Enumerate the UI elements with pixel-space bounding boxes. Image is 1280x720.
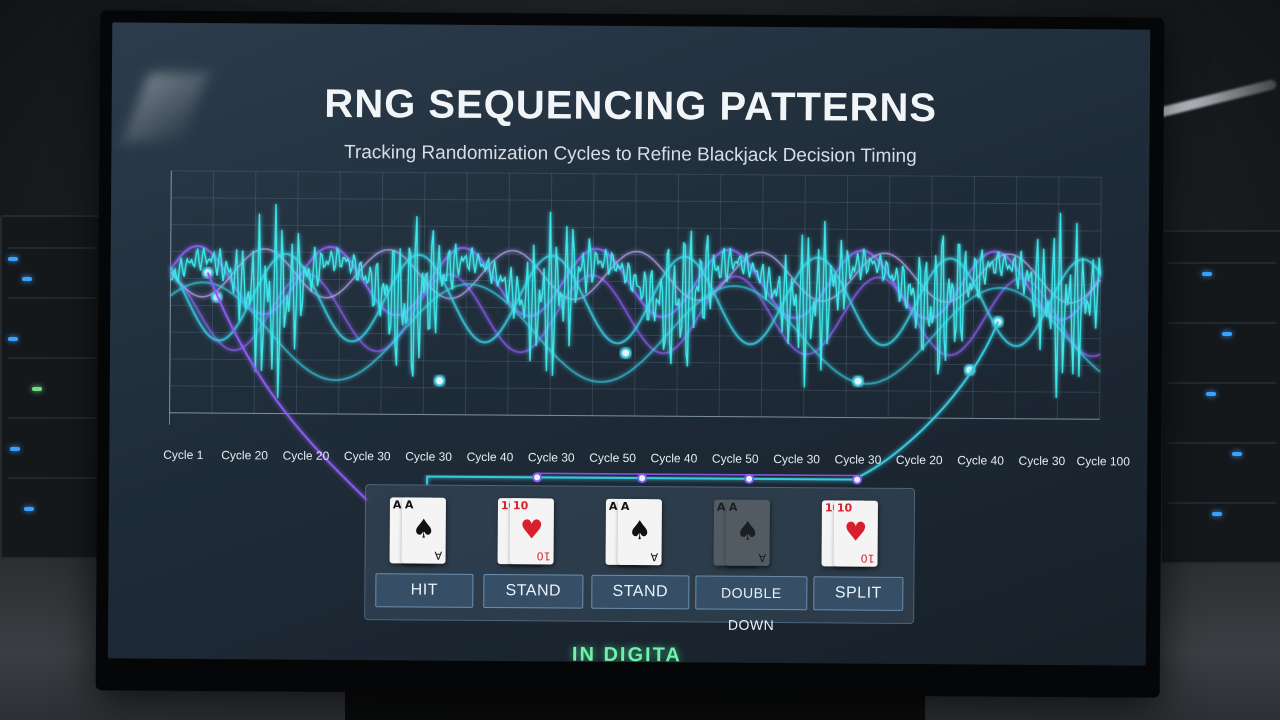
x-tick-label: Cycle 30 [835, 452, 882, 466]
spade-icon: ♠ [412, 514, 436, 545]
data-point-node [434, 375, 446, 387]
playing-card: A ♠ A [617, 498, 662, 566]
x-tick-label: Cycle 50 [712, 452, 759, 466]
grid-line-vertical [211, 171, 215, 414]
grid-line-vertical [591, 173, 595, 416]
x-tick-label: Cycle 20 [283, 449, 330, 463]
action-button-double-down[interactable]: DOUBLE DOWN [695, 575, 808, 633]
x-tick-label: Cycle 20 [221, 448, 268, 462]
card-corner-rank: A [759, 550, 767, 564]
monitor: RNG SEQUENCING PATTERNS Tracking Randomi… [95, 10, 1165, 698]
decision-panel: A♠AA♠AHIT10♥1010♥10STANDA♠AA♠ASTANDA♠AA♠… [364, 484, 916, 633]
heart-icon: ♥ [520, 515, 544, 546]
card-rank: A [716, 500, 726, 514]
y-axis [168, 170, 172, 425]
card-corner-rank: A [651, 550, 659, 564]
action-button-stand[interactable]: STAND [483, 573, 584, 609]
screen: RNG SEQUENCING PATTERNS Tracking Randomi… [107, 22, 1151, 666]
card-pair: A ♠ AA ♠ A [713, 499, 775, 570]
x-tick-label: Cycle 40 [651, 451, 698, 465]
connector-node [532, 472, 543, 483]
series-line-lavender [169, 248, 1102, 304]
spade-icon: ♠ [736, 516, 760, 547]
action-button-split[interactable]: SPLIT [813, 576, 904, 611]
card-rank: A [404, 498, 414, 512]
card-rank: A [728, 500, 738, 514]
card-rank: A [392, 498, 402, 512]
card-pair: A ♠ AA ♠ A [389, 497, 452, 567]
server-rack-right [1160, 230, 1280, 564]
x-tick-label: Cycle 1 [163, 448, 203, 462]
x-tick-label: Cycle 30 [528, 450, 575, 464]
series-line-rng-signal [170, 204, 1102, 398]
grid-line-horizontal [170, 224, 1101, 232]
grid-line-horizontal [171, 197, 1102, 205]
card-pair: A ♠ AA ♠ A [605, 498, 667, 569]
grid-line-vertical [634, 174, 637, 417]
x-tick-label: Cycle 30 [405, 449, 452, 463]
action-button-stand[interactable]: STAND [591, 574, 690, 610]
grid-line-vertical [549, 173, 553, 416]
heart-icon: ♥ [843, 517, 868, 548]
connector-node [637, 473, 648, 484]
grid-line-horizontal [170, 331, 1101, 340]
server-rack-left [0, 215, 104, 559]
grid-line-vertical [464, 172, 468, 415]
connector-bus [426, 475, 858, 485]
connector-line [206, 272, 368, 501]
x-tick-label: Cycle 40 [957, 453, 1004, 467]
x-tick-label: Cycle 30 [1019, 454, 1066, 468]
grid-line-vertical [676, 174, 680, 417]
grid-line-horizontal [170, 250, 1101, 259]
connector-line [856, 321, 999, 479]
playing-card: A ♠ A [401, 497, 446, 564]
card-corner-rank: A [435, 548, 443, 562]
data-point-node [852, 375, 864, 387]
grid-line-horizontal [169, 385, 1100, 393]
series-line-cyan-b [169, 281, 1101, 385]
rng-wave-chart: Cycle 1 Cycle 20 Cycle 20 Cycle 30 Cycle 30 C… [163, 170, 1131, 501]
card-rank: 10 [836, 501, 853, 515]
card-rank: A [620, 499, 630, 513]
x-axis [169, 412, 1100, 420]
grid-line-horizontal [170, 277, 1101, 286]
x-tick-label: Cycle 40 [467, 450, 514, 464]
connector-node [852, 474, 863, 485]
series-line-cyan-a [169, 252, 1102, 348]
connector-node [744, 473, 755, 484]
x-tick-label: Cycle 30 [344, 449, 391, 463]
x-tick-label: Cycle 50 [589, 451, 636, 465]
grid-line-vertical [929, 176, 933, 419]
card-rank: A [608, 499, 618, 513]
x-tick-label: Cycle 20 [896, 453, 943, 467]
grid-line-vertical [1014, 176, 1018, 419]
grid-line-horizontal [169, 358, 1100, 367]
card-rank: 10 [512, 499, 529, 513]
playing-card: A ♠ A [725, 499, 770, 566]
grid-line-vertical [1099, 177, 1102, 420]
grid-line-horizontal [171, 170, 1102, 178]
grid-line-vertical [718, 174, 722, 417]
x-tick-label: Cycle 30 [773, 452, 820, 466]
data-point-node [620, 347, 632, 359]
grid-line-horizontal [170, 304, 1101, 313]
action-button-hit[interactable]: HIT [375, 573, 474, 608]
series-line-purple-a [169, 244, 1102, 321]
x-tick-label: Cycle 100 [1077, 454, 1131, 468]
card-corner-rank: 10 [536, 549, 551, 563]
card-corner-rank: 10 [860, 551, 875, 565]
playing-card: 10 ♥ 10 [509, 498, 554, 565]
playing-card: 10 ♥ 10 [833, 500, 878, 567]
grid-line-vertical [887, 175, 891, 418]
spade-icon: ♠ [628, 515, 652, 547]
